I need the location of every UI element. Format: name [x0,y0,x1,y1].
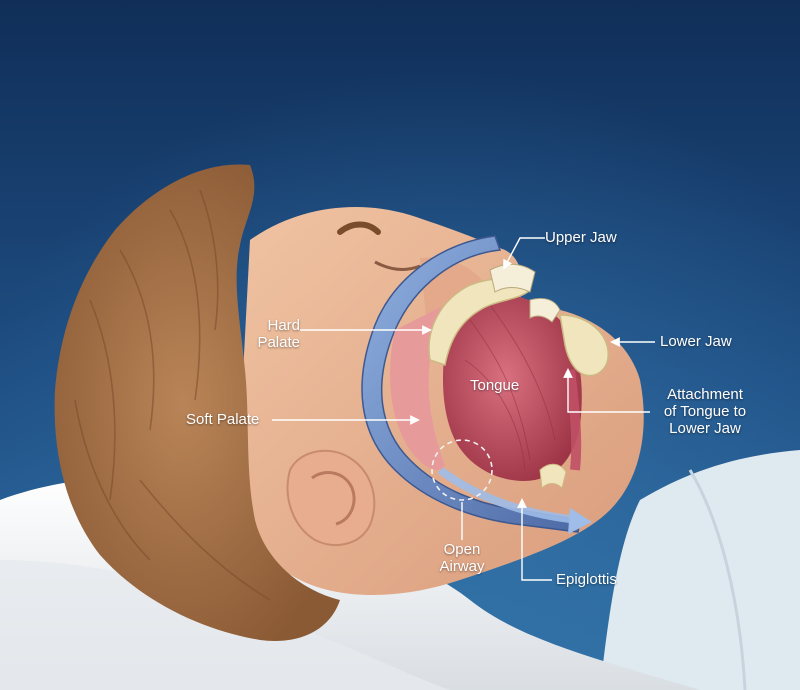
label-hard-palate-line2: Palate [257,334,300,351]
label-soft-palate: Soft Palate [186,411,260,428]
label-hard-palate-line1: Hard [267,317,300,334]
label-upper-jaw: Upper Jaw [545,229,617,246]
epiglottis-structure [539,463,567,490]
leader-attachment [563,368,650,413]
open-airway-circle [431,439,493,501]
eyebrow [337,221,381,235]
label-hard-palate: Hard Palate [240,317,300,351]
closed-eye [374,260,421,271]
hair [54,164,340,641]
label-open-airway-line2: Airway [439,558,485,575]
label-tongue: Tongue [470,377,520,394]
label-attachment-line1: Attachment [667,386,743,403]
label-open-airway-line1: Open [443,541,481,558]
leader-epiglottis [517,498,552,581]
upper-teeth [489,263,536,293]
label-lower-jaw: Lower Jaw [660,333,732,350]
label-attachment-line3: Lower Jaw [669,420,741,437]
label-attachment-line2: of Tongue to [663,403,747,420]
lower-jaw-bone [559,314,609,377]
lower-teeth [529,297,561,323]
label-open-airway: Open Airway [427,541,497,575]
tongue [442,292,582,481]
soft-palate [390,300,455,470]
leader-upper-jaw [503,237,545,270]
airflow-arrow [568,508,592,534]
ear [286,449,376,546]
label-attachment: Attachment of Tongue to Lower Jaw [645,386,765,437]
shirt [600,450,800,690]
label-epiglottis: Epiglottis [556,571,617,588]
